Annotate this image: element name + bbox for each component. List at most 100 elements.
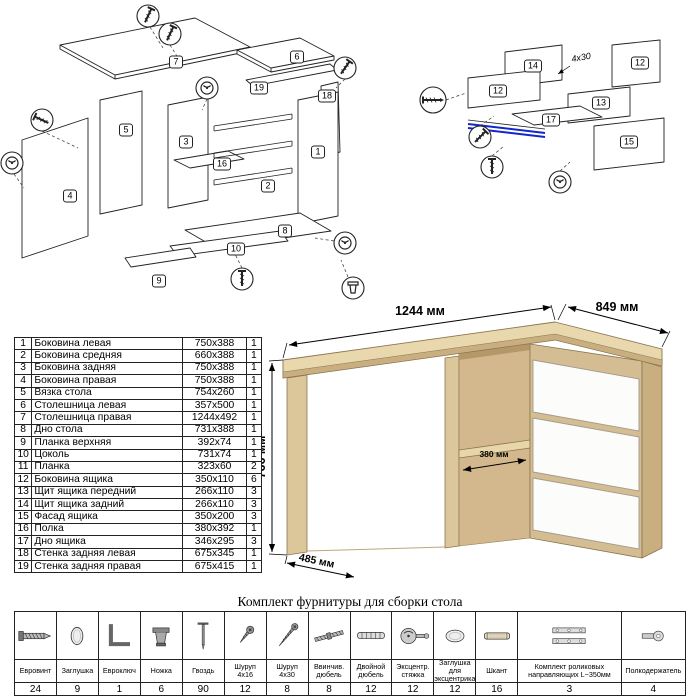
part-qty: 1: [245, 349, 263, 363]
parts-row: 1 Боковина левая 750x388 1: [13, 336, 263, 351]
part-size: 350x200: [182, 510, 247, 524]
hardware-item: Заглушка 9: [56, 612, 99, 695]
part-name: Планка верхняя: [31, 436, 184, 450]
dim-shelf-label: 380 мм: [479, 449, 508, 459]
hardware-item: Комплект роликовых направляющих L~350мм …: [518, 612, 622, 695]
parts-row: 5 Вязка стола 754x260 1: [13, 386, 263, 400]
part-qty: 3: [245, 498, 263, 512]
part-name: Боковина средняя: [31, 349, 184, 363]
hardware-label: Шкант: [476, 659, 518, 682]
hardware-qty: 12: [392, 682, 434, 695]
part-number: 15: [13, 510, 33, 524]
parts-row: 3 Боковина задняя 750x388 1: [13, 361, 263, 376]
part-qty: 3: [245, 510, 263, 524]
part-qty: 1: [245, 374, 263, 388]
part-size: 675x345: [182, 547, 247, 562]
fastener-callout-screw-icon: [419, 86, 504, 179]
part-number-badge: 7: [169, 55, 183, 69]
part-name: Вязка стола: [31, 386, 184, 400]
dowel-screw-icon: [311, 618, 347, 654]
fastener-callout-screw-icon: [30, 4, 357, 291]
hardware-qty: 12: [350, 682, 392, 695]
part-size: 731x74: [182, 448, 247, 462]
hardware-item: Полкодержатель 4: [621, 612, 686, 695]
part-size: 750x388: [182, 361, 247, 376]
part-number-badge: 3: [179, 135, 193, 149]
part-number-badge: 9: [152, 274, 166, 288]
part-number-badge: 12: [488, 84, 508, 98]
part-number-badge: 10: [226, 242, 246, 256]
exploded-view-drawer: 4x30: [419, 39, 665, 194]
part-qty: 1: [245, 361, 263, 376]
hardware-qty: 12: [434, 682, 476, 695]
dimension-width: 1244 мм: [282, 304, 556, 359]
part-name: Дно ящика: [31, 535, 184, 549]
drawer-front: [532, 417, 640, 492]
desk-left-panel: [286, 374, 308, 556]
part-name: Стенка задняя левая: [31, 547, 184, 562]
hardware-item: Ножка 6: [140, 612, 183, 695]
part-number-badge: 4: [63, 189, 77, 203]
part-qty: 1: [245, 423, 263, 438]
part-size: 750x388: [182, 374, 247, 388]
cap-icon: [59, 618, 95, 654]
hardware-label: Полкодержатель: [621, 659, 686, 682]
part-number-badge: 13: [591, 96, 611, 110]
hardware-label: Заглушка для эксцентрика: [434, 657, 476, 684]
part-number: 9: [13, 436, 33, 450]
part-number: 6: [13, 398, 33, 413]
part-qty: 1: [245, 436, 263, 450]
shelf-pin-icon: [635, 618, 671, 654]
part-size: 750x388: [182, 336, 247, 351]
desk-right-panel: [641, 360, 663, 559]
part-number: 7: [13, 411, 33, 425]
hardware-item: Гвоздь 90: [182, 612, 225, 695]
roller-slides-icon: [551, 618, 587, 654]
part-number: 5: [13, 386, 33, 400]
hardware-label: Евровинт: [15, 659, 56, 682]
part-size: 392x74: [182, 436, 247, 450]
screw-4x30-icon: [269, 618, 305, 654]
part-number: 11: [13, 460, 33, 475]
part-size: 350x110: [182, 473, 247, 487]
part-qty: 1: [245, 560, 263, 574]
parts-row: 2 Боковина средняя 660x388 1: [13, 349, 263, 363]
part-number: 4: [13, 374, 33, 388]
parts-row: 6 Столешница левая 357x500 1: [13, 398, 263, 413]
furniture-leg-icon: [143, 618, 179, 654]
parts-row: 10 Цоколь 731x74 1: [13, 448, 263, 462]
hardware-qty: 8: [308, 682, 350, 695]
parts-table: 1 Боковина левая 750x388 1 2 Боковина ср…: [13, 336, 263, 574]
part-number: 14: [13, 498, 33, 512]
hardware-label: Двойной дюбель: [350, 659, 392, 682]
part-number: 16: [13, 522, 33, 537]
hardware-qty: 4: [621, 682, 686, 695]
hardware-qty: 1: [98, 682, 140, 695]
screw-4x16-icon: [227, 618, 263, 654]
part-size: 266x110: [182, 498, 247, 512]
screw-size-note: 4x30: [571, 51, 592, 64]
hardware-label: Эксцентр. стяжка: [392, 659, 434, 682]
part-number: 18: [13, 547, 33, 562]
hardware-label: Ножка: [140, 659, 182, 682]
part-qty: 1: [245, 522, 263, 537]
hardware-qty: 3: [518, 682, 621, 695]
part-size: 675x415: [182, 560, 247, 574]
hardware-kit-table: Евровинт 24 Заглушка 9 Евроключ 1 Ножка …: [14, 611, 686, 696]
hex-key-icon: [101, 618, 137, 654]
part-number: 12: [13, 473, 33, 487]
part-qty: 1: [245, 448, 263, 462]
hardware-qty: 16: [476, 682, 518, 695]
cam-lock-icon: [395, 618, 431, 654]
part-number-badge: 1: [311, 145, 325, 159]
hardware-label: Шуруп 4x16: [224, 659, 266, 682]
part-number: 13: [13, 485, 33, 500]
parts-row: 18 Стенка задняя левая 675x345 1: [13, 547, 263, 562]
part-size: 266x110: [182, 485, 247, 500]
desk-middle-panel: [444, 355, 460, 549]
hardware-item: Шуруп 4x30 8: [266, 612, 309, 695]
parts-row: 7 Столешница правая 1244x492 1: [13, 411, 263, 425]
part-number-badge: 8: [278, 224, 292, 238]
part-number: 17: [13, 535, 33, 549]
part-qty: 2: [245, 460, 263, 475]
